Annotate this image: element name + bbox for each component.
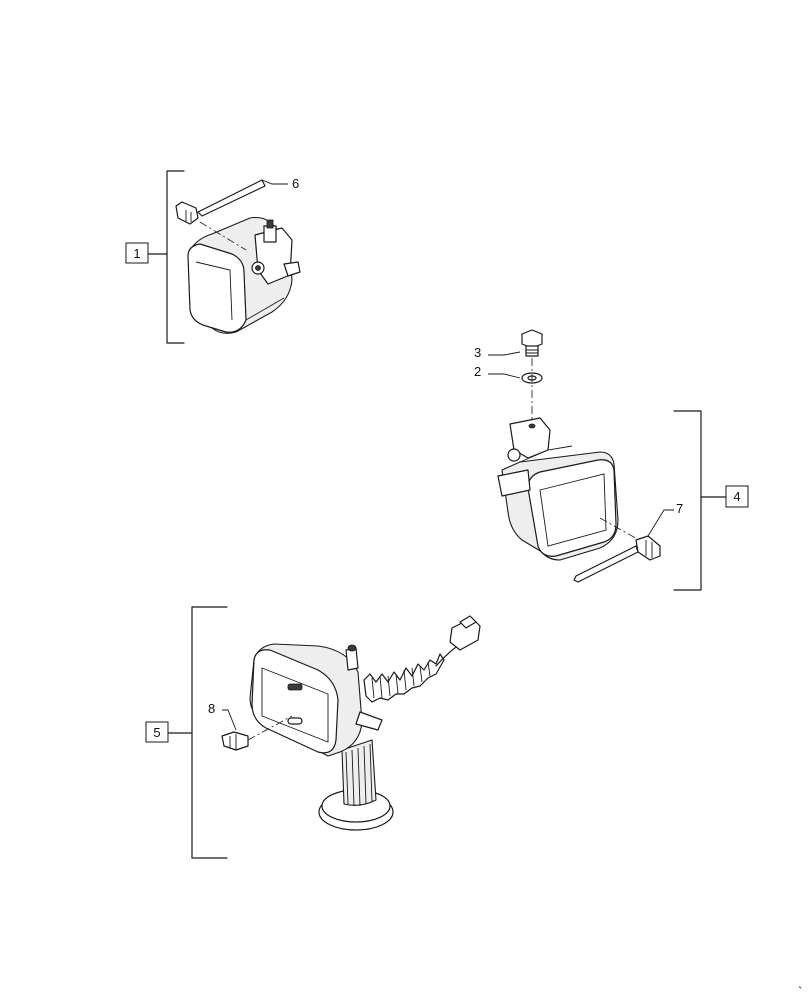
corner-mark: ` xyxy=(798,984,802,999)
group-bracket-5 xyxy=(191,606,228,859)
bulb-8 xyxy=(221,731,249,751)
washer-2 xyxy=(521,372,543,384)
magnetic-base xyxy=(318,739,394,831)
callout-label-8: 8 xyxy=(208,701,215,716)
callout-label-3: 3 xyxy=(474,345,481,360)
callout-label-5: 5 xyxy=(153,725,160,740)
assembly-5-magnetic-lamp: 5 xyxy=(145,606,481,859)
assembly-4-work-lamp: 4 3 2 xyxy=(474,329,749,591)
lamp-housing-1 xyxy=(187,216,301,334)
callout-box-5[interactable] xyxy=(145,721,169,743)
assembly-1-work-lamp: 1 6 xyxy=(125,170,301,344)
callout-label-7: 7 xyxy=(676,501,683,516)
callout-box-4[interactable] xyxy=(725,485,749,508)
bolt-3 xyxy=(521,329,543,357)
lamp-housing-4 xyxy=(497,417,619,561)
lamp-housing-5 xyxy=(249,643,383,757)
group-bracket-1 xyxy=(166,170,185,344)
callout-label-1: 1 xyxy=(133,246,140,261)
bulb-6 xyxy=(175,179,266,251)
callout-label-2: 2 xyxy=(474,364,481,379)
group-bracket-4 xyxy=(673,410,702,591)
coiled-cable xyxy=(363,615,481,703)
callout-label-6: 6 xyxy=(292,176,299,191)
callout-box-1[interactable] xyxy=(125,242,149,264)
callout-label-4: 4 xyxy=(733,489,740,504)
